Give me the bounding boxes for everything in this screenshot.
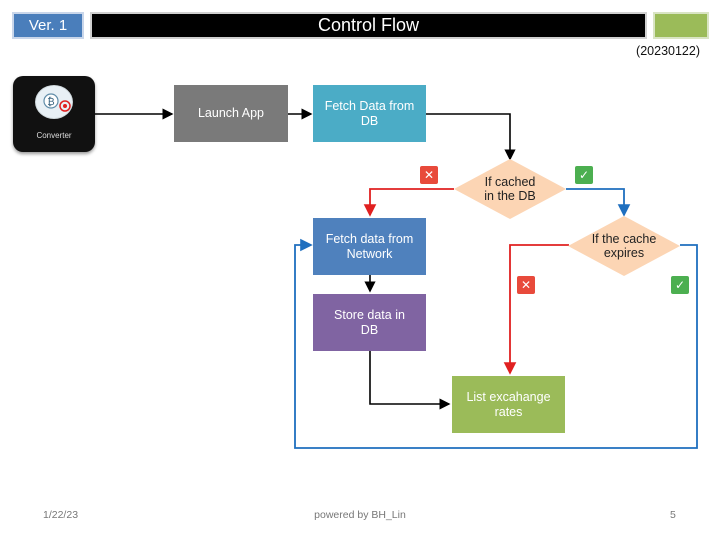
decision-if-cached: If cached in the DB bbox=[484, 174, 536, 203]
decision-if-expires-shape bbox=[568, 216, 680, 276]
arrow-expires-no bbox=[503, 244, 569, 375]
page-title: Control Flow bbox=[317, 15, 420, 35]
cached-yes-icon: ✓ bbox=[575, 166, 593, 184]
expires-yes-icon: ✓ bbox=[671, 276, 689, 294]
decision-if-cached-shape bbox=[454, 159, 566, 219]
accent-block bbox=[653, 12, 709, 39]
cached-no-icon: ✕ bbox=[420, 166, 438, 184]
date-code: (20230122) bbox=[636, 44, 700, 58]
footer-credit: powered by BH_Lin bbox=[314, 509, 406, 521]
arrow-expires-yes bbox=[294, 238, 698, 449]
node-fetch-data-from-db: Fetch Data from DB bbox=[313, 85, 426, 142]
title-bar: Control Flow bbox=[90, 12, 647, 39]
arrow-cached-yes bbox=[566, 188, 631, 217]
node-launch-app: Launch App bbox=[174, 85, 288, 142]
arrow-cached-no bbox=[363, 188, 454, 217]
converter-app-label: Converter bbox=[36, 131, 72, 140]
converter-app-icon-graphic: ₿ bbox=[35, 85, 73, 119]
node-list-exchange-rates: List excahange rates bbox=[452, 376, 565, 433]
expires-no-icon: ✕ bbox=[517, 276, 535, 294]
svg-text:₿: ₿ bbox=[47, 96, 54, 108]
footer-page-number: 5 bbox=[670, 509, 676, 521]
currency-icon: ₿ bbox=[43, 93, 71, 112]
footer-date: 1/22/23 bbox=[43, 509, 79, 521]
arrow-store-to-list bbox=[369, 351, 451, 410]
decision-if-cache-expires: If the cache expires bbox=[591, 231, 657, 260]
node-fetch-data-from-network: Fetch data from Network bbox=[313, 218, 426, 275]
arrow-fetch-db-to-decision bbox=[426, 113, 516, 161]
node-store-data-in-db: Store data in DB bbox=[313, 294, 426, 351]
version-label: Ver. 1 bbox=[28, 17, 68, 34]
converter-app-icon[interactable]: ₿ Converter bbox=[13, 76, 95, 152]
version-tag: Ver. 1 bbox=[12, 12, 84, 39]
